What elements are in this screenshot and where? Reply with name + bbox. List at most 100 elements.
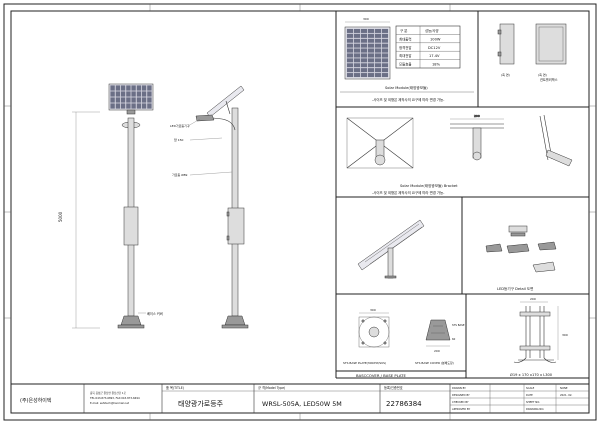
cover-dim: 200 — [434, 349, 440, 353]
base-cover-caption: STS BASE COVER (분체도장) — [415, 360, 454, 365]
iso-pole-stub — [387, 247, 394, 279]
controller-box-caption: 컨트롤러박스 — [540, 77, 558, 82]
iso-solar-panel — [357, 219, 425, 271]
spec-row-0-val: 100W — [430, 37, 441, 41]
module-cell — [367, 53, 375, 58]
module-cell — [381, 53, 389, 58]
solar-panel-side — [206, 85, 245, 118]
solar-cell — [136, 85, 142, 91]
module-cell — [346, 53, 354, 58]
rev-scale-label: SCALE — [526, 386, 535, 390]
pole-height-dimension: 5000 — [58, 111, 100, 329]
module-cell — [374, 58, 382, 63]
solar-cell — [115, 85, 121, 91]
module-cell — [360, 28, 368, 34]
outer-border — [3, 3, 597, 421]
solar-cell — [141, 97, 147, 103]
module-cell — [374, 53, 382, 58]
module-cell — [381, 38, 389, 44]
rev-checked-by: CHECKED BY — [452, 400, 469, 404]
spec-row-0-key: 최대출력 — [399, 36, 411, 41]
anchor-dim: 200 — [530, 297, 536, 301]
led-detail-5 — [532, 261, 556, 273]
module-cell — [353, 72, 361, 78]
solar-cell — [110, 91, 116, 97]
bracket-cell: 200 Solar Module(태양광모듈) Bracket -사이즈 및 외… — [346, 114, 573, 195]
module-cell — [381, 48, 389, 53]
module-cell — [367, 72, 375, 78]
module-cell — [381, 58, 389, 63]
bracket-caption: Solar Module(태양광모듈) Bracket — [400, 183, 458, 188]
controller-box-side — [227, 207, 245, 245]
solar-cell — [120, 85, 126, 91]
pole-elevation-side: LED가로등기구 암 150 가로등 Ø89 — [170, 85, 249, 329]
solar-cell — [120, 91, 126, 97]
module-cell — [360, 48, 368, 53]
module-cell — [367, 58, 375, 63]
pole-height-label: 5000 — [58, 211, 63, 222]
spec-row-2-val: 17.4V — [429, 54, 440, 58]
size-note-2: -사이즈 및 외형은 제작사의 요구에 따라 변경 가능- — [372, 190, 445, 195]
led-detail-2 — [508, 225, 528, 233]
solar-cell — [120, 97, 126, 103]
led-lamp-head — [195, 114, 215, 122]
module-cell — [353, 38, 361, 44]
solar-cell — [146, 97, 152, 103]
spec-row-2-key: 최대전압 — [399, 53, 411, 58]
base-cover-drawing — [425, 319, 451, 341]
module-cell — [346, 58, 354, 63]
rev-drawing-label: DRAWING NO. — [526, 407, 544, 411]
module-cell — [353, 58, 361, 63]
iso-assembly-cell — [357, 219, 425, 279]
module-cell — [374, 72, 382, 78]
rev-sheet-label: SHEET NO. — [526, 400, 540, 404]
company-address-3: E-mail: eshitech@hanmail.net — [90, 401, 129, 405]
solar-cell — [131, 103, 137, 109]
solar-cell — [136, 97, 142, 103]
bracket-front-view — [346, 117, 414, 169]
module-cell — [374, 48, 382, 53]
solar-cell — [125, 103, 131, 109]
solar-cell — [146, 91, 152, 97]
size-note-1: -사이즈 및 외형은 제작사의 요구에 따라 변경 가능- — [372, 97, 445, 102]
module-cell — [367, 38, 375, 44]
side-view-label-2: (측 면) — [538, 72, 547, 77]
led-detail-caption: LED등기구 Detail 도면 — [497, 286, 533, 291]
module-cell — [367, 33, 375, 39]
solar-cell — [141, 103, 147, 109]
basecover-title: BASCCOVER / BASE PLATE — [356, 373, 406, 378]
controller-front-view — [535, 23, 567, 65]
company-address-1: 충북 음성군 원남면 원남산단 1로 — [90, 391, 127, 395]
base-plate-caption: STS BASE PLATE(300X5t/SUS) — [343, 361, 386, 365]
led-detail-1 — [485, 243, 503, 253]
module-cell — [353, 67, 361, 73]
spec-header-0: 구 분 — [400, 28, 407, 33]
module-cell — [367, 43, 375, 48]
module-cell — [374, 28, 382, 34]
company-name: (주)은성하이텍 — [20, 397, 52, 404]
pole-elevation-front: 베이스 커버 — [108, 83, 163, 329]
lamp-label: LED가로등기구 — [170, 123, 190, 128]
module-cell — [367, 48, 375, 53]
spec-row-3-key: 모듈효율 — [399, 62, 411, 67]
model-label: 규 격(Model Type) — [258, 385, 285, 390]
solar-cell — [136, 91, 142, 97]
controller-box-front — [123, 206, 139, 246]
drawing-title: 태양광가로등주 — [178, 399, 224, 408]
solar-module-caption: Solar Module(태양광모듈) — [385, 85, 428, 90]
solar-cell — [125, 91, 131, 97]
rev-scale-value: NONE — [560, 386, 568, 390]
solar-module-cell: 300 구 분 성능/사양 최대출력 100W 정격전압 DC12V 최대전압 … — [340, 17, 474, 102]
rev-approved-by: APPROVED BY — [452, 407, 471, 411]
module-cell — [381, 67, 389, 73]
solar-cell — [141, 91, 147, 97]
cert-number: 22786384 — [386, 400, 422, 408]
module-cell — [374, 62, 382, 68]
spec-row-1-key: 정격전압 — [399, 45, 411, 50]
module-cell — [360, 72, 368, 78]
solar-cell — [125, 97, 131, 103]
module-cell — [360, 58, 368, 63]
anchor-caption: Ø19 x 170 x170 x L300 — [510, 372, 553, 377]
